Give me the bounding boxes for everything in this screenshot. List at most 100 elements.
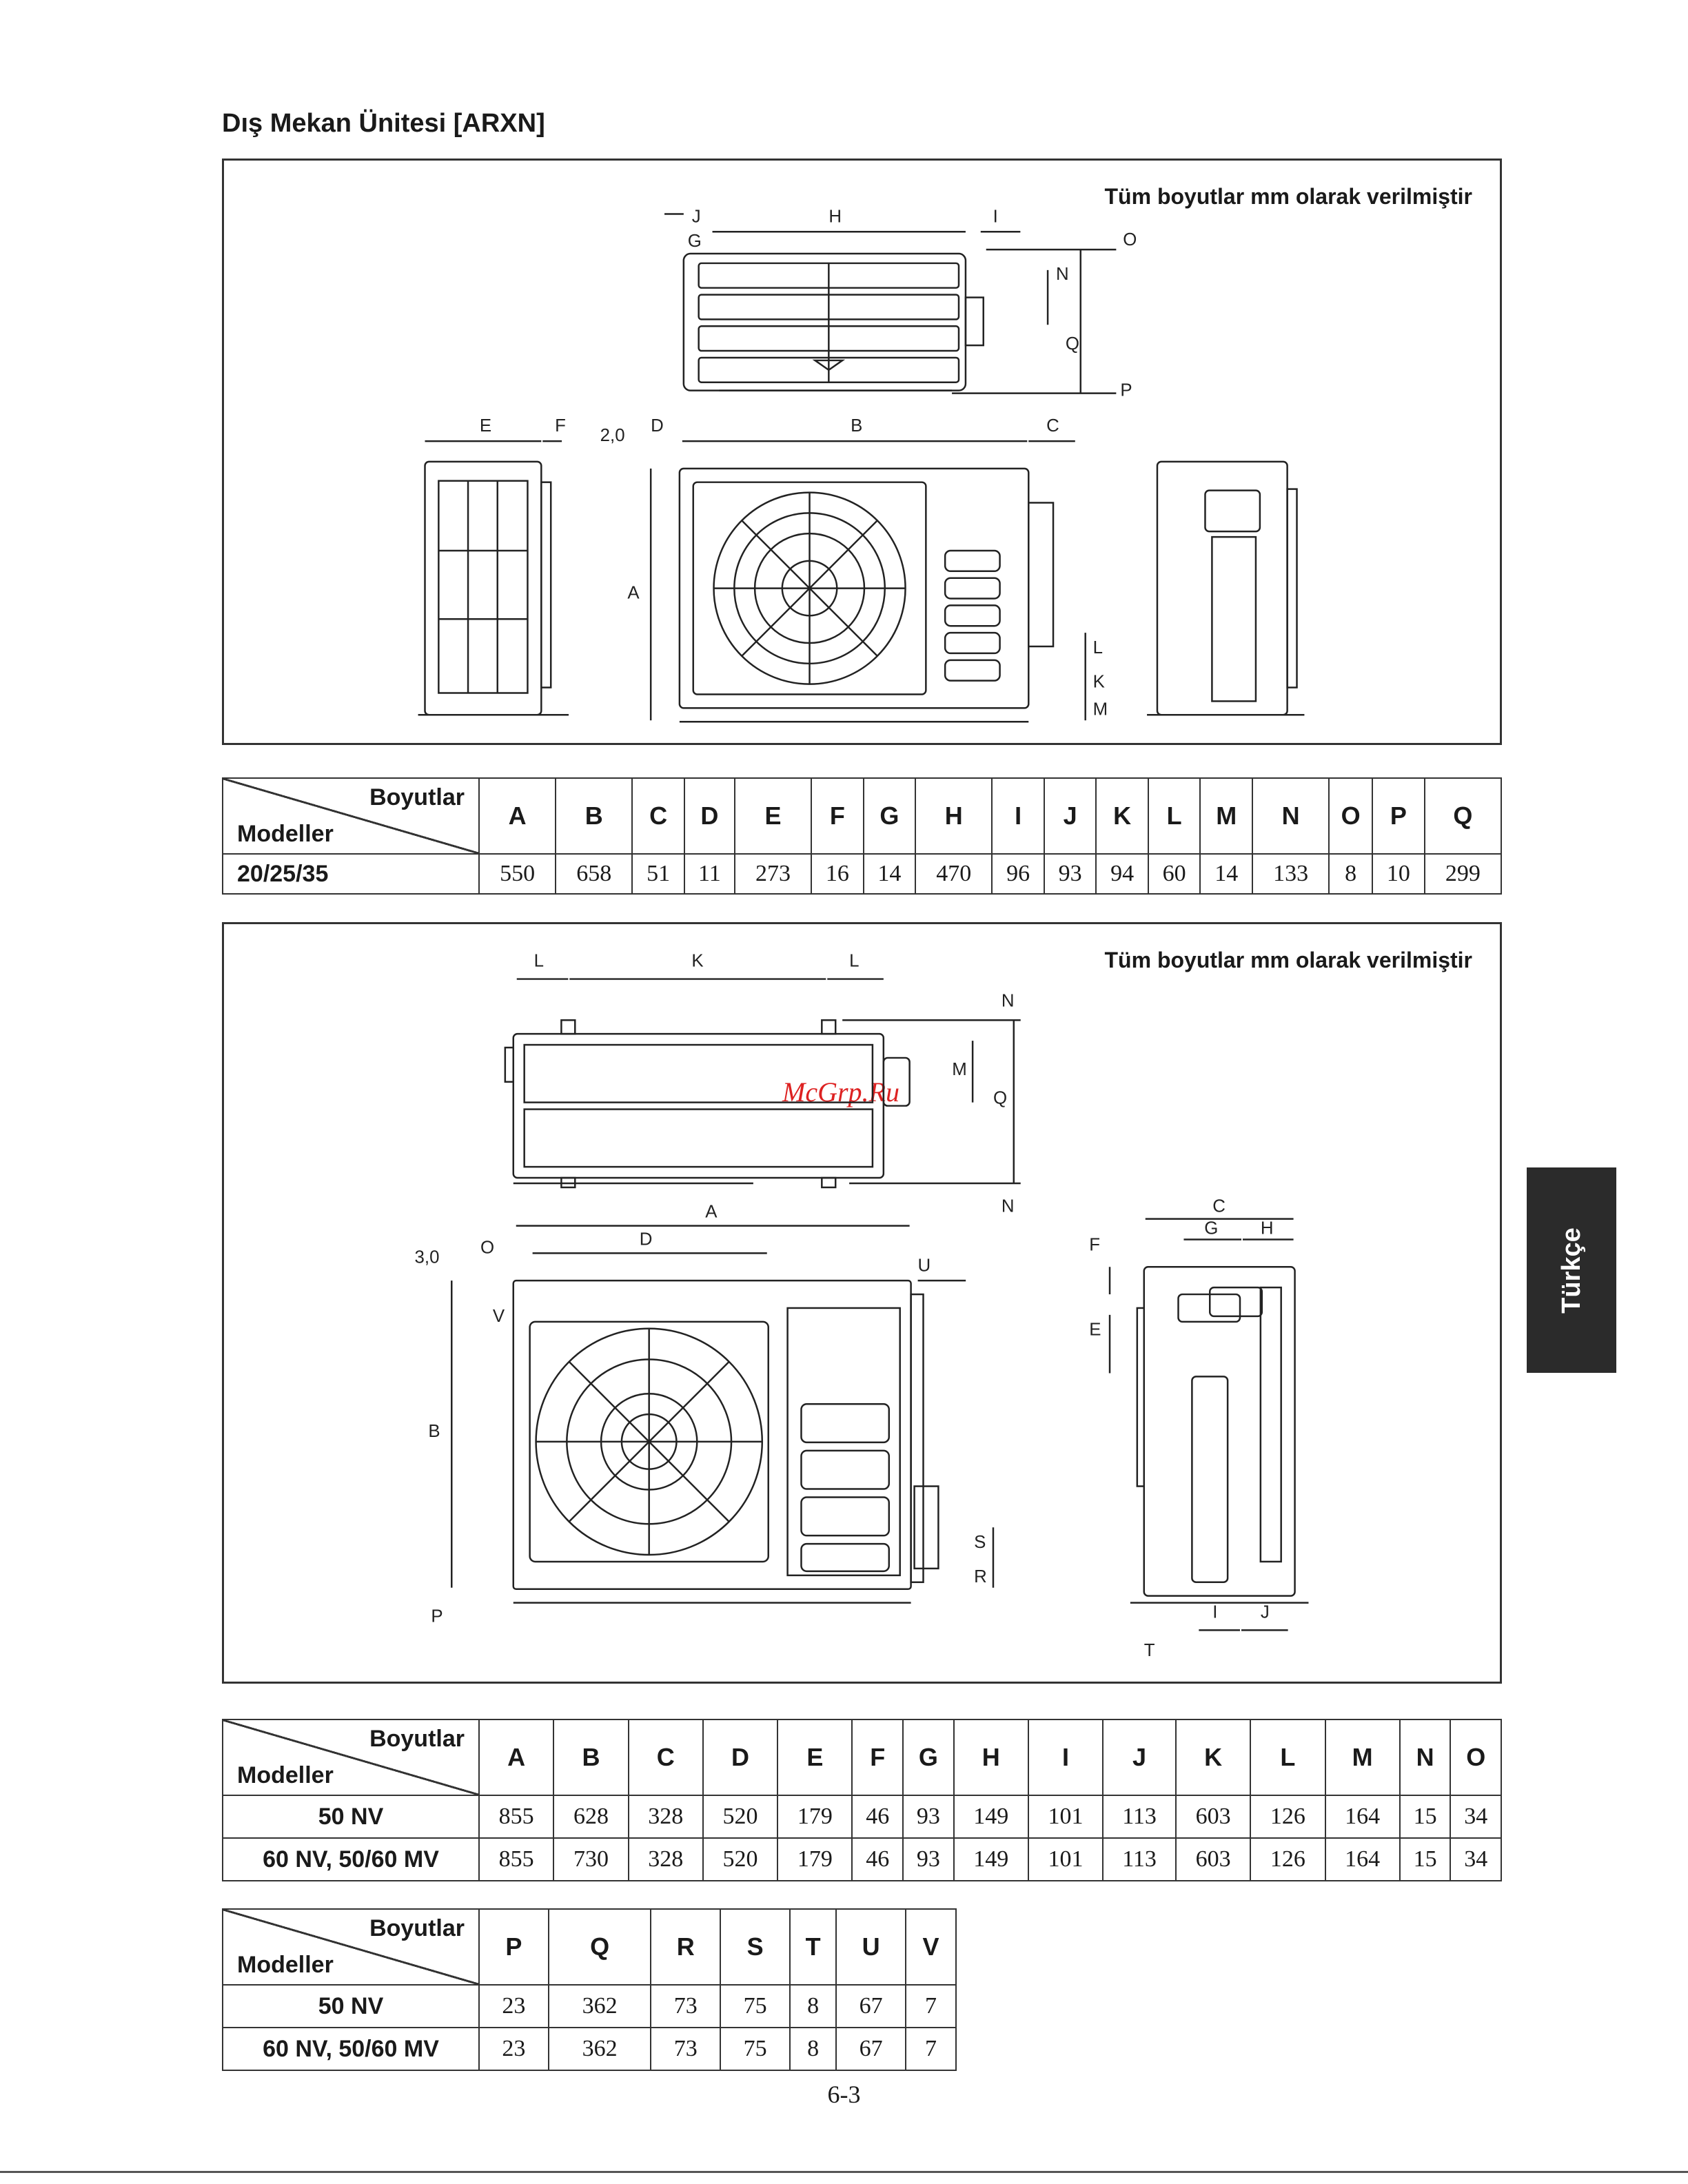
table-corner: Boyutlar Modeller [222,777,480,855]
dimensions-table-2: Boyutlar Modeller A B C D E F G H I J K … [222,1719,1502,1881]
table-corner: Boyutlar Modeller [222,1719,480,1796]
dim-label-L: L [849,952,859,971]
value-cell: 855 [478,1837,555,1881]
value-cell: 11 [683,853,735,895]
value-cell: 23 [478,2027,549,2071]
col-header: Q [547,1908,652,1986]
dim-label-O: O [1123,230,1137,249]
dim-label-A: A [627,583,640,602]
value-cell: 126 [1250,1795,1326,1839]
dim-label-A: A [705,1203,718,1222]
dim-label-U: U [918,1256,931,1275]
value-cell: 520 [702,1837,779,1881]
col-header: M [1199,777,1253,855]
col-header: F [811,777,864,855]
value-cell: 149 [953,1837,1029,1881]
dim-label-H: H [828,207,842,226]
page-title: Dış Mekan Ünitesi [ARXN] [222,109,545,138]
dimensions-note: Tüm boyutlar mm olarak verilmiştir [1104,184,1473,209]
value-cell: 73 [650,2027,722,2071]
value-cell: 8 [789,1984,837,2028]
corner-label-dims: Boyutlar [369,784,465,810]
value-cell: 93 [902,1837,955,1881]
value-cell: 34 [1450,1837,1502,1881]
col-header: L [1147,777,1201,855]
value-cell: 101 [1027,1795,1104,1839]
value-cell: 603 [1175,1795,1252,1839]
value-cell: 658 [555,853,633,895]
col-header: D [683,777,735,855]
dim-label-Q: Q [993,1089,1007,1108]
value-cell: 101 [1027,1837,1104,1881]
value-cell: 10 [1372,853,1425,895]
col-header: F [851,1719,904,1796]
value-cell: 46 [851,1837,904,1881]
value-cell: 67 [835,1984,907,2028]
figure-outdoor-unit-small: Tüm boyutlar mm olarak verilmiştir [222,159,1502,745]
dim-label-Q: Q [1066,334,1079,354]
col-header: I [991,777,1045,855]
value-cell: 164 [1324,1795,1401,1839]
value-cell: 75 [720,2027,791,2071]
dim-label-M: M [1093,700,1108,719]
col-header: O [1450,1719,1502,1796]
value-cell: 94 [1095,853,1149,895]
value-cell: 23 [478,1984,549,2028]
dim-label-D: D [640,1229,653,1249]
corner-label-models: Modeller [237,1762,334,1788]
value-cell: 603 [1175,1837,1252,1881]
value-cell: 16 [811,853,864,895]
value-cell: 8 [789,2027,837,2071]
col-header: N [1399,1719,1452,1796]
dim-label-M: M [952,1060,967,1079]
col-header: E [733,777,813,855]
col-header: R [650,1908,722,1986]
dim-label-E: E [480,416,491,436]
value-cell: 51 [631,853,685,895]
corner-label-models: Modeller [237,821,334,847]
value-cell: 328 [627,1837,704,1881]
value-cell: 93 [902,1795,955,1839]
dimensions-table-3: Boyutlar Modeller P Q R S T U V 50 NV 23… [222,1908,957,2071]
dim-label-P: P [431,1606,443,1626]
value-cell: 328 [627,1795,704,1839]
model-cell: 50 NV [222,1984,480,2028]
value-cell: 8 [1328,853,1374,895]
dim-label-H: H [1261,1219,1274,1238]
dim-label-B: B [428,1422,440,1441]
col-header: V [905,1908,957,1986]
col-header: J [1102,1719,1177,1796]
value-cell: 46 [851,1795,904,1839]
dim-label-L: L [534,952,544,971]
value-cell: 362 [547,2027,652,2071]
col-header: S [720,1908,791,1986]
value-cell: 14 [862,853,917,895]
col-header: C [627,1719,704,1796]
col-header: H [915,777,993,855]
value-cell: 34 [1450,1795,1502,1839]
value-cell: 14 [1199,853,1253,895]
table-row: 50 NV 855 628 328 520 179 46 93 149 101 … [222,1795,1502,1839]
col-header: D [702,1719,779,1796]
dim-label-G: G [1204,1219,1218,1238]
model-cell: 60 NV, 50/60 MV [222,1837,480,1881]
value-cell: 93 [1043,853,1097,895]
dim-label-C: C [1046,416,1059,436]
value-cell: 7 [905,1984,957,2028]
col-header: J [1043,777,1097,855]
figure-outdoor-unit-large: Tüm boyutlar mm olarak verilmiştir McGrp… [222,922,1502,1684]
dim-label-S: S [974,1533,986,1552]
drawing-outdoor-unit-large: L K L N M Q N A 3,0 O D U V B P S R C G … [415,952,1309,1660]
dim-label-I: I [993,207,998,226]
table-row: 50 NV 23 362 73 75 8 67 7 [222,1984,957,2028]
col-header: B [553,1719,629,1796]
dim-label-J: J [1261,1603,1270,1622]
dimensions-table-1: Boyutlar Modeller A B C D E F G H I J K … [222,777,1503,895]
value-cell: 362 [547,1984,652,2028]
value-cell: 113 [1102,1837,1177,1881]
col-header: G [862,777,917,855]
col-header: A [478,1719,555,1796]
col-header: K [1095,777,1149,855]
value-cell: 73 [650,1984,722,2028]
table-row: 60 NV, 50/60 MV 23 362 73 75 8 67 7 [222,2027,957,2071]
